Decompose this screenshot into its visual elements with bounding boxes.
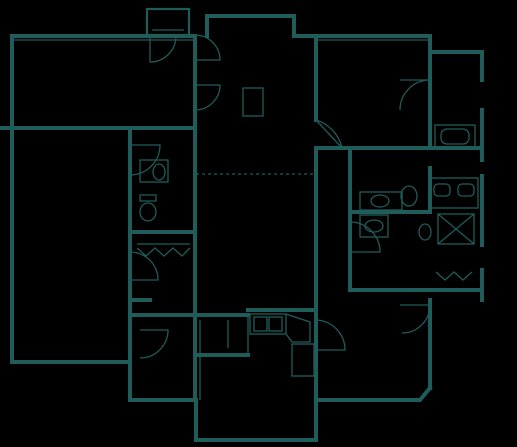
closet-doors <box>136 243 473 281</box>
bath-fixtures <box>139 124 479 245</box>
ceiling-hatch <box>242 87 264 117</box>
patio-outline <box>12 39 430 441</box>
interior-walls <box>128 34 484 402</box>
kitchen-fixtures <box>199 313 315 400</box>
top-entry-box <box>145 7 191 37</box>
